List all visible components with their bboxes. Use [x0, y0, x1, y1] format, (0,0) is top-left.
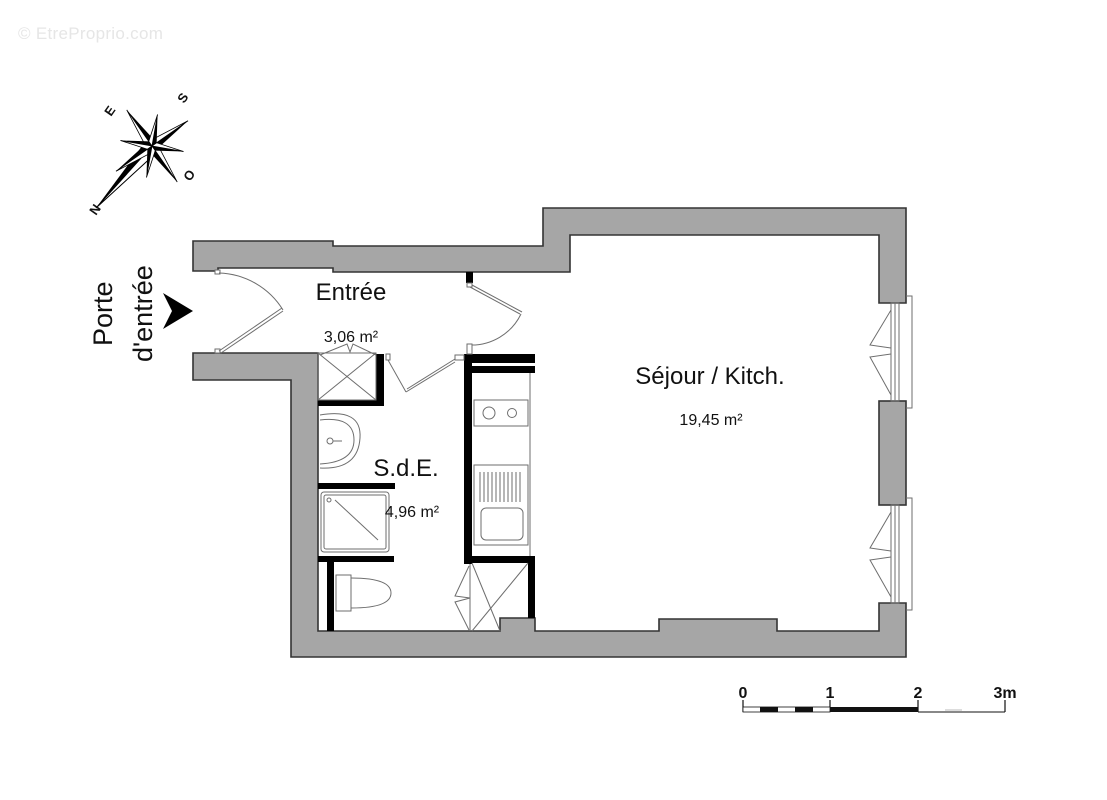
scale-tick-3: 3m: [993, 685, 1016, 702]
room-name-sde: S.d.E.: [373, 455, 438, 482]
cupboard: [454, 562, 529, 632]
compass-east-label: E: [101, 103, 118, 119]
burner-icon: [482, 406, 496, 420]
arrow-right-icon: [163, 293, 193, 329]
partitions: [318, 272, 535, 631]
scale-tick-2: 2: [914, 685, 923, 702]
sink-bowl-icon: [480, 507, 524, 541]
compass-rose-icon: [95, 109, 189, 209]
room-area-sde: 4,96 m²: [385, 504, 440, 521]
entrance-label-line2: d'entrée: [128, 265, 158, 362]
entry-closet: [317, 343, 377, 401]
room-area-sejour: 19,45 m²: [679, 412, 743, 429]
shower-tray-icon: [320, 491, 390, 553]
washbasin-icon: [319, 413, 361, 469]
exterior-wall-top: [192, 207, 907, 304]
kitchenette: [473, 373, 531, 556]
scale-bar: 0 1 2 3m: [739, 685, 1017, 713]
watermark: © EtreProprio.com: [18, 24, 164, 43]
compass-west-label: O: [180, 167, 198, 184]
exterior-wall-bottom: [192, 352, 907, 658]
room-area-entree: 3,06 m²: [324, 329, 379, 346]
compass-south-label: S: [174, 90, 191, 106]
living-room-door: [466, 282, 523, 355]
window-lower: [869, 497, 913, 611]
scale-tick-0: 0: [739, 685, 748, 702]
window-upper: [869, 295, 913, 409]
toilet-icon: [335, 574, 392, 612]
exterior-wall-pier: [878, 400, 907, 506]
bathroom-door: [385, 353, 465, 393]
entrance-label-line1: Porte: [88, 281, 118, 346]
scale-tick-1: 1: [826, 685, 835, 702]
room-name-entree: Entrée: [316, 279, 387, 306]
entry-door: [214, 269, 284, 354]
burner-icon: [507, 408, 517, 418]
room-name-sejour: Séjour / Kitch.: [635, 363, 784, 390]
